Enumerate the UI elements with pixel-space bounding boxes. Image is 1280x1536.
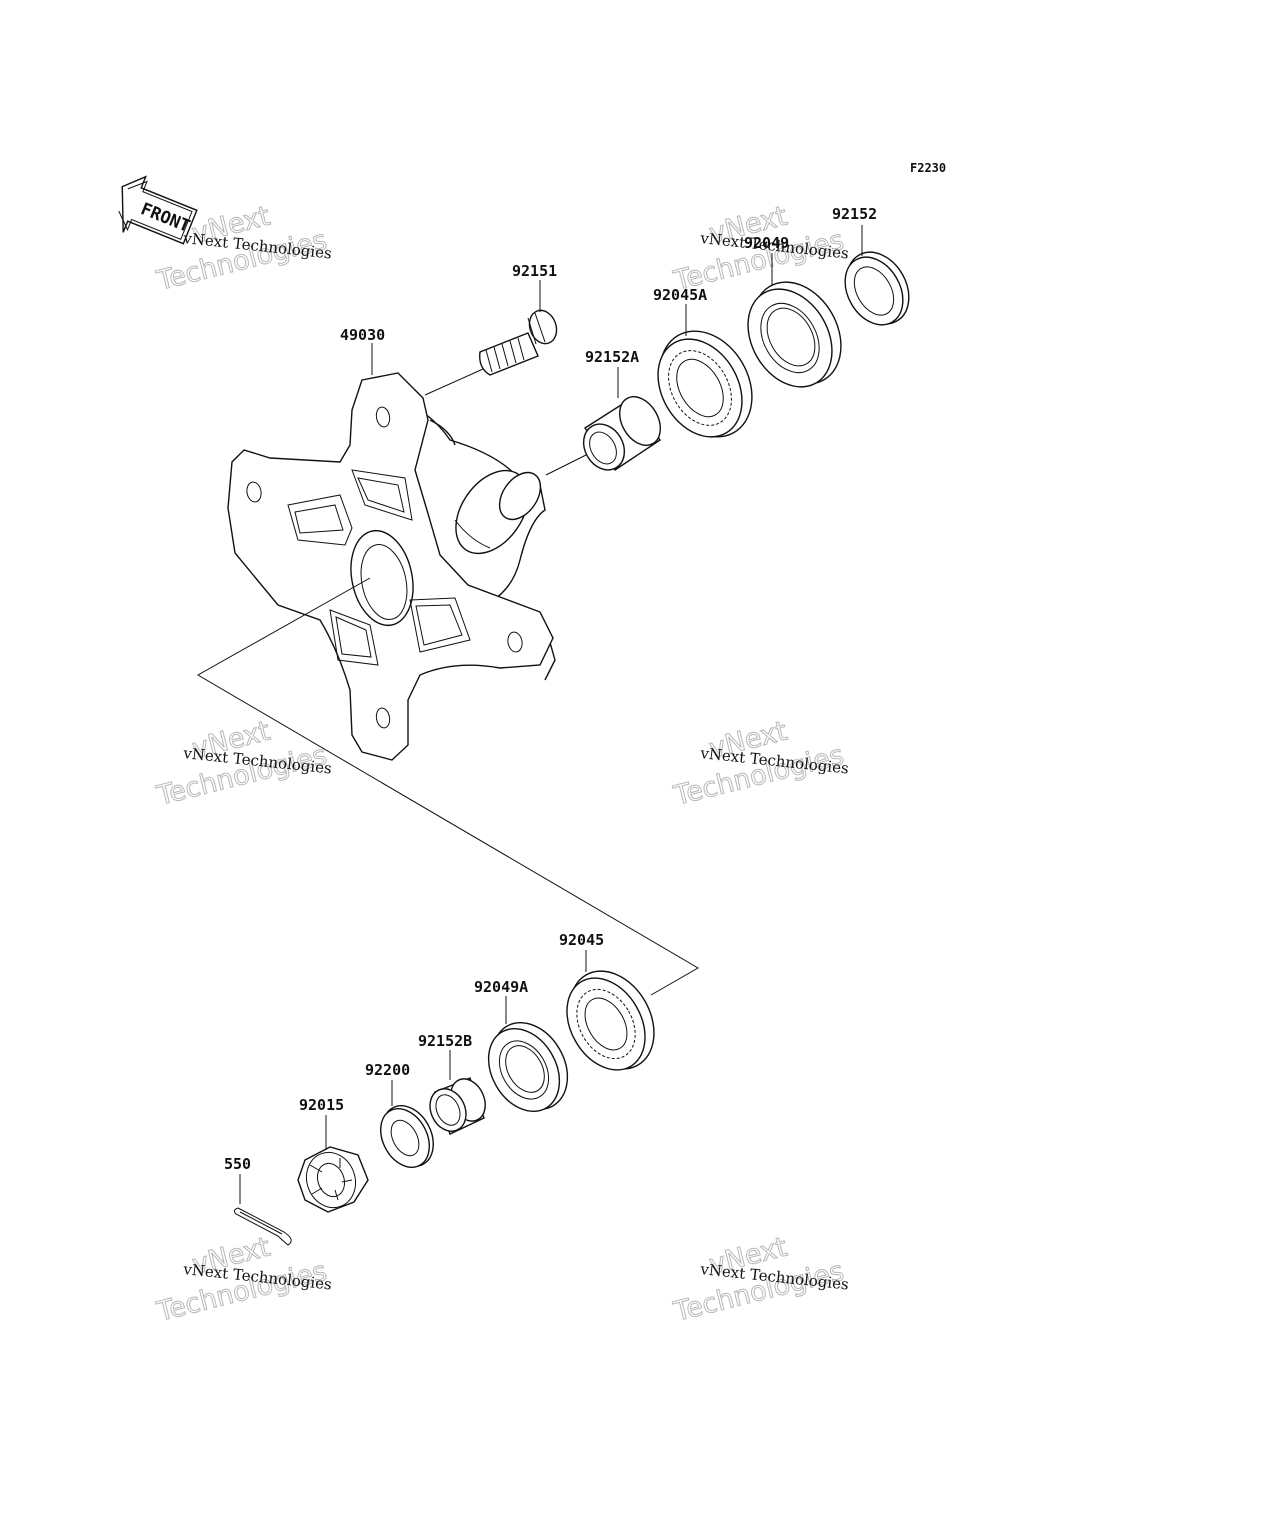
seal-drawing: [747, 281, 842, 388]
nut-drawing: [297, 1146, 369, 1213]
collar-b-drawing: [429, 1077, 486, 1135]
collar-a-drawing: [545, 396, 661, 476]
collar-top-drawing: [844, 251, 910, 326]
label-nut: 92015: [299, 1096, 344, 1114]
seal-a-drawing: [487, 1021, 569, 1113]
label-seal: 92049: [744, 234, 789, 252]
bearing-a-drawing: [657, 330, 753, 438]
hub-drawing: [227, 372, 556, 761]
label-bearing: 92045: [559, 931, 604, 949]
watermark-bottom-left: vNext Technologies vNext Technologies: [153, 1231, 333, 1328]
label-bearing-a: 92045A: [653, 286, 707, 304]
label-collar-b: 92152B: [418, 1032, 472, 1050]
watermark-bottom-right: vNext Technologies vNext Technologies: [670, 1231, 850, 1328]
cotter-pin-drawing: [233, 1207, 292, 1246]
label-cotter-pin: 550: [224, 1155, 251, 1173]
label-washer: 92200: [365, 1061, 410, 1079]
label-hub: 49030: [340, 326, 385, 344]
label-collar-a: 92152A: [585, 348, 639, 366]
assembly-bracket: [196, 577, 699, 996]
label-stud: 92151: [512, 262, 557, 280]
washer-drawing: [380, 1105, 434, 1168]
watermark-mid-left: vNext Technologies vNext Technologies: [153, 715, 333, 812]
stud-drawing: [424, 309, 558, 396]
figure-code: F2230: [910, 161, 946, 175]
bearing-drawing: [566, 970, 655, 1071]
watermark-mid-right: vNext Technologies vNext Technologies: [670, 715, 850, 812]
label-seal-a: 92049A: [474, 978, 528, 996]
label-collar-top: 92152: [832, 205, 877, 223]
